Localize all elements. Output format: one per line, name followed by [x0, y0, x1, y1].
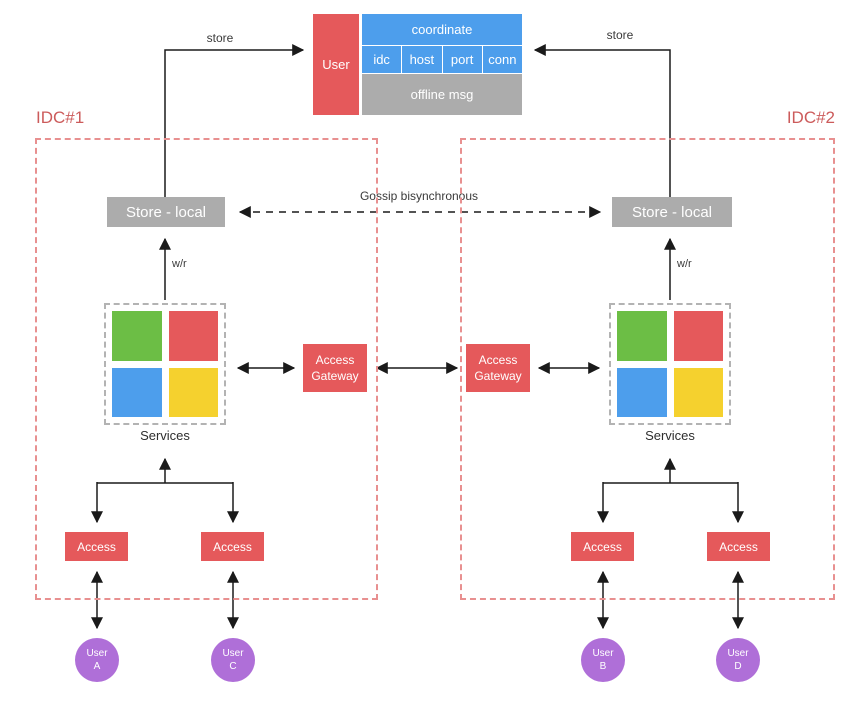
idc1-access-box-left: Access [65, 532, 128, 561]
store-label-left: store [206, 31, 234, 45]
idc2-services-label: Services [645, 428, 695, 443]
idc1-service-green-square [112, 311, 162, 361]
idc2-service-yellow-square [673, 367, 723, 417]
idc2-service-blue-square [617, 367, 667, 417]
idc1-service-blue-square [112, 367, 162, 417]
idc1-services-quad [104, 303, 226, 425]
user-a-circle: User A [75, 638, 119, 682]
wr-label-idc1: w/r [172, 258, 187, 270]
user-entity-label: User [322, 57, 350, 72]
coordinate-col-port: port [442, 46, 482, 73]
idc1-services-label: Services [140, 428, 190, 443]
idc2-boundary [460, 138, 835, 600]
user-entity-box: User [313, 14, 359, 115]
offline-msg-box: offline msg [362, 74, 522, 115]
idc2-title: IDC#2 [786, 108, 835, 127]
wr-label-idc2: w/r [677, 258, 692, 270]
gossip-label: Gossip bisynchronous [359, 189, 479, 203]
idc2-store-local-box: Store - local [612, 197, 732, 227]
idc2-service-green-square [617, 311, 667, 361]
idc2-service-red-square [673, 311, 723, 361]
coordinate-col-idc: idc [362, 46, 402, 73]
idc1-service-red-square [168, 311, 218, 361]
idc1-service-yellow-square [168, 367, 218, 417]
idc2-services-quad [609, 303, 731, 425]
idc1-boundary [35, 138, 378, 600]
idc2-access-box-left: Access [571, 532, 634, 561]
coordinate-header: coordinate [362, 14, 522, 45]
coordinate-col-conn: conn [482, 46, 522, 73]
store-label-right: store [606, 28, 634, 42]
user-d-circle: User D [716, 638, 760, 682]
coordinate-col-host: host [402, 46, 442, 73]
coordinate-columns: idc host port conn [362, 46, 522, 73]
user-b-circle: User B [581, 638, 625, 682]
idc1-access-gateway-box: Access Gateway [303, 344, 367, 392]
idc2-access-gateway-box: Access Gateway [466, 344, 530, 392]
idc2-access-box-right: Access [707, 532, 770, 561]
idc1-access-box-right: Access [201, 532, 264, 561]
user-c-circle: User C [211, 638, 255, 682]
idc1-store-local-box: Store - local [107, 197, 225, 227]
idc1-title: IDC#1 [36, 108, 85, 127]
